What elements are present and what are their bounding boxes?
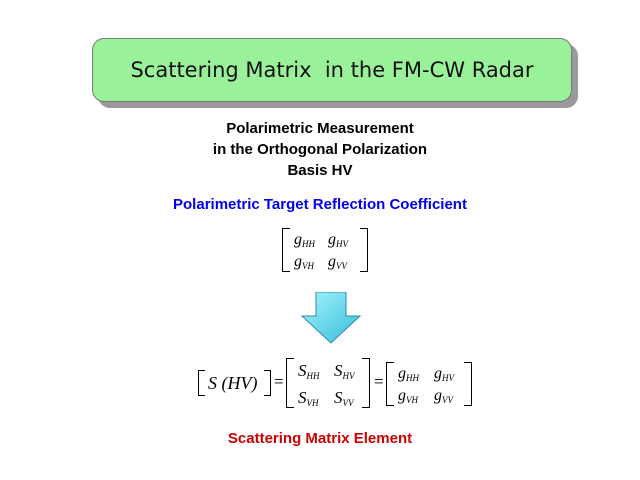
matrix-cell: gVV (328, 253, 347, 272)
matrix-cell: gHH (294, 231, 315, 250)
equals-sign: = (374, 372, 384, 391)
matrix-cells: gHH gHV gVH gVV (294, 232, 362, 274)
scattering-matrix-element-label: Scattering Matrix Element (227, 430, 413, 447)
title-box: Scattering Matrix in the FM-CW Radar (92, 38, 572, 102)
lhs-left-bracket (198, 370, 205, 396)
g-matrix-left-bracket (386, 362, 394, 406)
subtitle-line-1: Polarimetric Measurement (226, 120, 414, 137)
g-matrix-cell: gHV (434, 365, 454, 384)
s-matrix-cell: SHH (298, 361, 320, 382)
lhs-right-bracket (264, 370, 271, 396)
g-matrix-cell: gHH (398, 365, 419, 384)
g-matrix-cell: gVV (434, 387, 453, 406)
s-matrix-right-bracket (362, 358, 370, 408)
s-matrix-cell: SVH (298, 388, 319, 409)
scattering-matrix-equation: S (HV) = SHH SHV SVH SVV = gHH gHV gVH g… (198, 356, 488, 408)
down-arrow-icon (300, 292, 362, 344)
reflection-coefficient-label: Polarimetric Target Reflection Coefficie… (173, 196, 467, 213)
matrix-left-bracket (282, 228, 290, 272)
slide-title: Scattering Matrix in the FM-CW Radar (130, 58, 534, 82)
s-matrix-cell: SVV (334, 388, 354, 409)
matrix-cell: gHV (328, 231, 348, 250)
matrix-cell: gVH (294, 253, 314, 272)
subtitle-line-2: in the Orthogonal Polarization (212, 141, 428, 158)
g-matrix-cell: gVH (398, 387, 418, 406)
equals-sign: = (274, 372, 284, 391)
s-matrix-cells: SHH SHV SVH SVV (298, 362, 370, 412)
subtitle-line-3: Basis HV (287, 162, 353, 179)
g-matrix-right-bracket (464, 362, 472, 406)
g-matrix-cells: gHH gHV gVH gVV (398, 366, 470, 408)
s-matrix-cell: SHV (334, 361, 355, 382)
lhs-expression: S (HV) (208, 373, 258, 393)
s-matrix-left-bracket (286, 358, 294, 408)
matrix-right-bracket (360, 228, 368, 272)
